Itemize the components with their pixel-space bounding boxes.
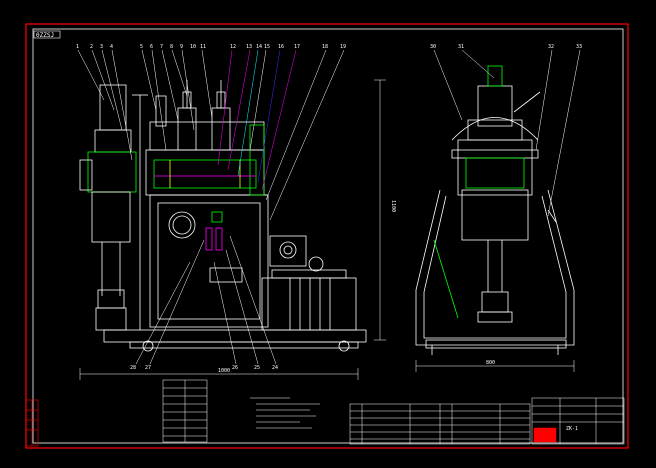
callout-33: 33 bbox=[576, 44, 582, 50]
callout-6: 6 bbox=[150, 44, 153, 50]
callout-16: 16 bbox=[278, 44, 284, 50]
callout-25: 25 bbox=[254, 365, 260, 371]
callout-27: 27 bbox=[145, 365, 151, 371]
callout-24: 24 bbox=[272, 365, 278, 371]
callout-18: 18 bbox=[322, 44, 328, 50]
callout-12: 12 bbox=[230, 44, 236, 50]
callout-2: 2 bbox=[90, 44, 93, 50]
dim-base-width: 800 bbox=[486, 360, 495, 366]
front-view: 1000 1100 bbox=[76, 44, 396, 380]
callout-15: 15 bbox=[264, 44, 270, 50]
side-frame bbox=[415, 65, 575, 355]
callout-13: 13 bbox=[246, 44, 252, 50]
front-dimensions bbox=[79, 79, 386, 380]
callout-4: 4 bbox=[110, 44, 113, 50]
dim-overall-height: 1100 bbox=[390, 200, 396, 212]
callout-1: 1 bbox=[76, 44, 79, 50]
title-block-id: ZK-1 bbox=[566, 426, 578, 432]
left-cylinder bbox=[79, 84, 148, 331]
front-bottom-callouts: 28 27 26 25 24 bbox=[130, 365, 278, 371]
callout-26: 26 bbox=[232, 365, 238, 371]
corner-tag-box: 0ZZSJ bbox=[33, 30, 61, 39]
callout-30: 30 bbox=[430, 44, 436, 50]
parts-list bbox=[349, 403, 531, 445]
callout-7: 7 bbox=[160, 44, 163, 50]
leader-lines bbox=[77, 49, 345, 365]
revision-strip bbox=[25, 399, 39, 447]
motor bbox=[261, 235, 357, 331]
side-top-callouts: 30 31 32 33 bbox=[430, 44, 582, 50]
callout-9: 9 bbox=[180, 44, 183, 50]
callout-17: 17 bbox=[294, 44, 300, 50]
callout-5: 5 bbox=[140, 44, 143, 50]
callout-10: 10 bbox=[190, 44, 196, 50]
callout-11: 11 bbox=[200, 44, 206, 50]
side-dimensions bbox=[415, 360, 575, 372]
inner-frame bbox=[32, 28, 624, 444]
base-plate bbox=[103, 329, 367, 352]
title-block bbox=[531, 397, 625, 445]
callout-19: 19 bbox=[340, 44, 346, 50]
front-top-callouts: 1 2 3 4 5 6 7 8 9 10 11 12 13 14 15 16 1… bbox=[76, 44, 346, 50]
side-leaders bbox=[433, 49, 581, 217]
callout-3: 3 bbox=[100, 44, 103, 50]
side-view: 800 30 31 32 33 bbox=[415, 44, 582, 372]
callout-32: 32 bbox=[548, 44, 554, 50]
outer-frame bbox=[25, 23, 629, 449]
press-head bbox=[145, 80, 265, 196]
callout-14: 14 bbox=[256, 44, 262, 50]
callout-8: 8 bbox=[170, 44, 173, 50]
dim-overall-width: 1000 bbox=[218, 368, 230, 374]
callout-31: 31 bbox=[458, 44, 464, 50]
corner-tag: 0ZZSJ bbox=[36, 32, 54, 39]
tech-spec-table bbox=[162, 379, 208, 443]
technical-notes bbox=[250, 397, 320, 429]
callout-28: 28 bbox=[130, 365, 136, 371]
main-frame bbox=[149, 194, 269, 328]
